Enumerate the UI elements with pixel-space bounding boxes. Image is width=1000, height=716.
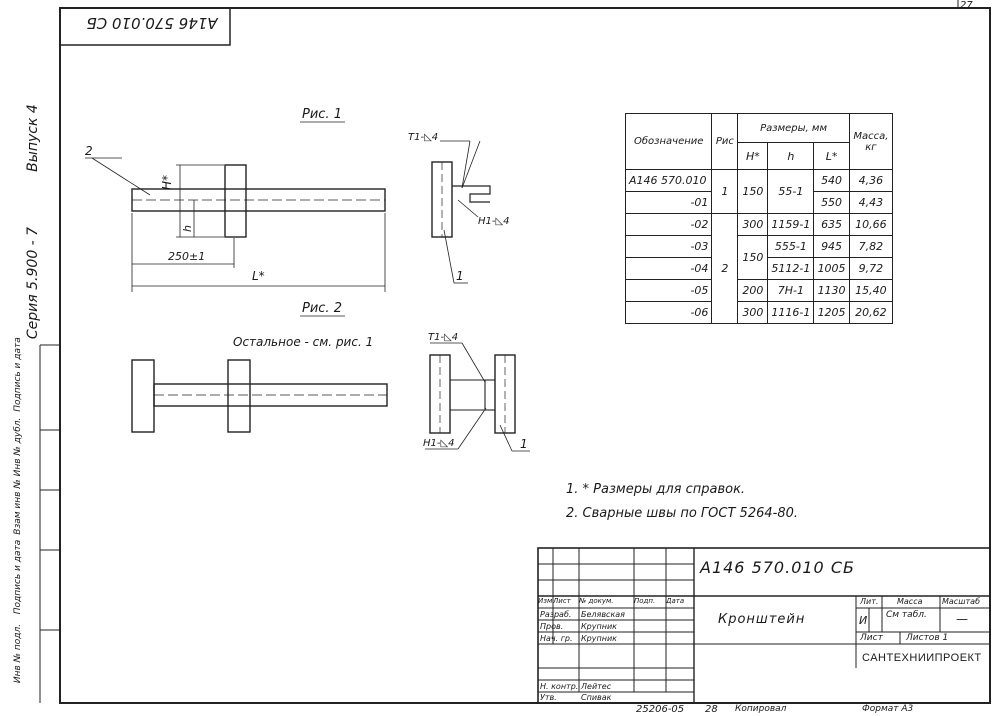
note-1: 1. * Размеры для справок. <box>566 482 746 497</box>
fig2-part1: 1 <box>520 437 528 451</box>
tb-roles-2: Н. контр. Утв. <box>540 682 579 702</box>
tb-org: САНТЕХНИИПРОЕКТ <box>862 652 982 664</box>
tb-name: Кронштейн <box>718 612 806 627</box>
tb-roles: Разраб. Пров. Нач. гр. <box>540 610 573 643</box>
fig1-pos2: 2 <box>85 144 93 158</box>
table-row: А146 570.010 1 150 55-1 540 4,36 <box>624 169 894 214</box>
footer-copied: Копировал <box>735 704 787 714</box>
fig2-note: Остальное - см. рис. 1 <box>233 335 373 349</box>
tb-scale-label: Масштаб <box>942 597 981 606</box>
footer-format: Формат А3 <box>862 704 914 714</box>
table-row: -05 200 7Н-1 1130 15,40 <box>624 279 894 302</box>
tb-lit: И <box>859 614 868 627</box>
tb-cols-row: Изм Лист № докум. Подп. Дата <box>538 597 685 605</box>
th-designation: Обозначение <box>624 113 713 170</box>
fig1-part1: 1 <box>456 269 464 283</box>
fig2-weld-top: Т1-◺4 <box>428 332 458 343</box>
fig1-H: Н* <box>160 175 174 190</box>
th-mass: Масса, кг <box>848 113 894 170</box>
fig1-dim250: 250±1 <box>168 250 205 263</box>
fig-2-cell: 2 <box>711 213 739 324</box>
tb-names-2: Лейтес Спивак <box>581 682 612 702</box>
fig-1-cell: 1 <box>711 169 739 214</box>
fig1-weld-top: Т1-◺4 <box>408 132 438 143</box>
tb-lit-label: Лит. <box>860 597 879 606</box>
th-fig: Рис <box>711 113 739 170</box>
tb-sheets-label: Листов 1 <box>906 633 949 643</box>
note-2: 2. Сварные швы по ГОСТ 5264-80. <box>566 506 799 521</box>
tb-scale: — <box>956 612 968 626</box>
table-row: -06 300 1116-1 1205 20,62 <box>624 301 894 324</box>
tb-mass-label: Масса <box>897 597 923 606</box>
fig1-title: Рис. 1 <box>302 107 342 122</box>
tb-mass: См табл. <box>886 610 927 620</box>
dimensions-table: Обозначение Рис Размеры, мм Масса, кг Н*… <box>624 113 894 324</box>
fig1-h: h <box>181 225 194 232</box>
fig1-L: L* <box>252 269 265 283</box>
tb-names: Белявская Крупник Крупник <box>581 610 625 643</box>
fig2-title: Рис. 2 <box>302 301 342 316</box>
fig2-weld-bottom: Н1-◺4 <box>423 438 455 449</box>
tb-code: А146 570.010 СБ <box>700 558 855 577</box>
table-row: -01 550 4,43 <box>624 191 894 214</box>
footer-inv: 25206-05 <box>636 704 685 715</box>
fig1-weld-side: Н1-◺4 <box>478 216 510 227</box>
footer-num: 28 <box>705 704 718 715</box>
tb-sheet-label: Лист <box>860 633 883 643</box>
sheet-number: 27 <box>960 0 973 11</box>
